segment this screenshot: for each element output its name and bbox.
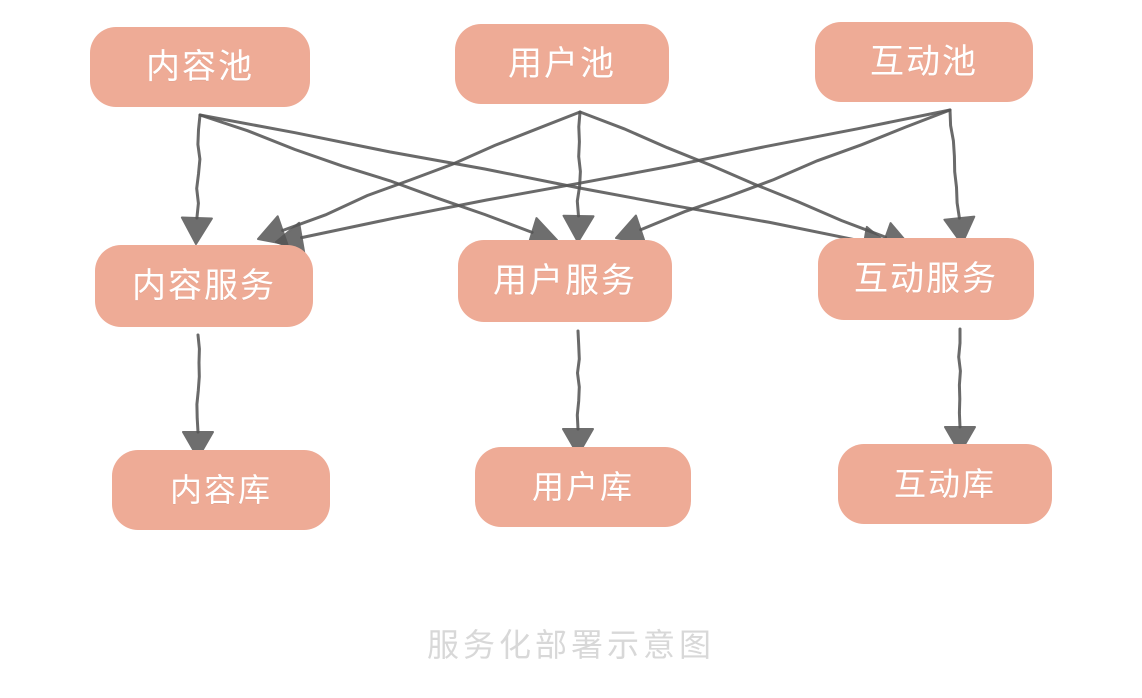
node-label: 内容池	[146, 47, 254, 87]
node-label: 用户池	[508, 44, 616, 84]
edge-line	[948, 108, 961, 220]
arrowhead-icon	[180, 216, 213, 245]
node-label: 互动库	[893, 465, 996, 503]
node-content-store[interactable]: 内容库	[112, 450, 330, 530]
node-user-pool[interactable]: 用户池	[455, 24, 669, 104]
edge-line	[198, 113, 534, 234]
edge-content-pool-to-user-service	[198, 113, 558, 248]
edge-line	[639, 108, 952, 232]
edge-line	[195, 333, 201, 434]
node-content-service[interactable]: 内容服务	[95, 245, 313, 327]
edge-line	[195, 113, 202, 220]
edge-user-pool-to-user-service	[562, 110, 595, 243]
edge-line	[281, 110, 582, 232]
edge-line	[578, 110, 887, 239]
node-label: 用户服务	[493, 261, 637, 301]
edge-user-pool-to-interaction-service	[578, 110, 911, 253]
edge-user-service-to-user-store	[562, 329, 594, 456]
edge-content-pool-to-content-service	[180, 113, 213, 245]
edge-interaction-pool-to-user-service	[615, 108, 952, 245]
arrowhead-icon	[257, 215, 289, 246]
edge-interaction-pool-to-content-service	[275, 108, 952, 254]
edge-content-pool-to-interaction-service	[198, 113, 891, 258]
node-label: 内容库	[169, 471, 272, 509]
edge-line	[957, 327, 962, 429]
node-user-service[interactable]: 用户服务	[458, 240, 672, 322]
arrowhead-icon	[562, 214, 595, 243]
edge-interaction-service-to-interaction-store	[944, 327, 976, 454]
node-content-pool[interactable]: 内容池	[90, 27, 310, 107]
edge-line	[575, 110, 582, 218]
node-label: 用户库	[531, 468, 634, 506]
diagram-caption: 服务化部署示意图	[426, 626, 715, 664]
node-interaction-store[interactable]: 互动库	[838, 444, 1052, 524]
node-user-store[interactable]: 用户库	[475, 447, 691, 527]
node-label: 互动服务	[854, 259, 998, 299]
edge-line	[575, 329, 581, 431]
edge-interaction-pool-to-interaction-service	[943, 108, 976, 245]
node-interaction-pool[interactable]: 互动池	[815, 22, 1033, 102]
edge-user-pool-to-content-service	[257, 110, 582, 246]
node-label: 互动池	[870, 42, 978, 82]
node-label: 内容服务	[132, 266, 276, 306]
edge-line	[300, 108, 952, 240]
node-interaction-service[interactable]: 互动服务	[818, 238, 1034, 320]
edge-content-service-to-content-store	[182, 333, 214, 459]
edge-line	[198, 113, 866, 244]
